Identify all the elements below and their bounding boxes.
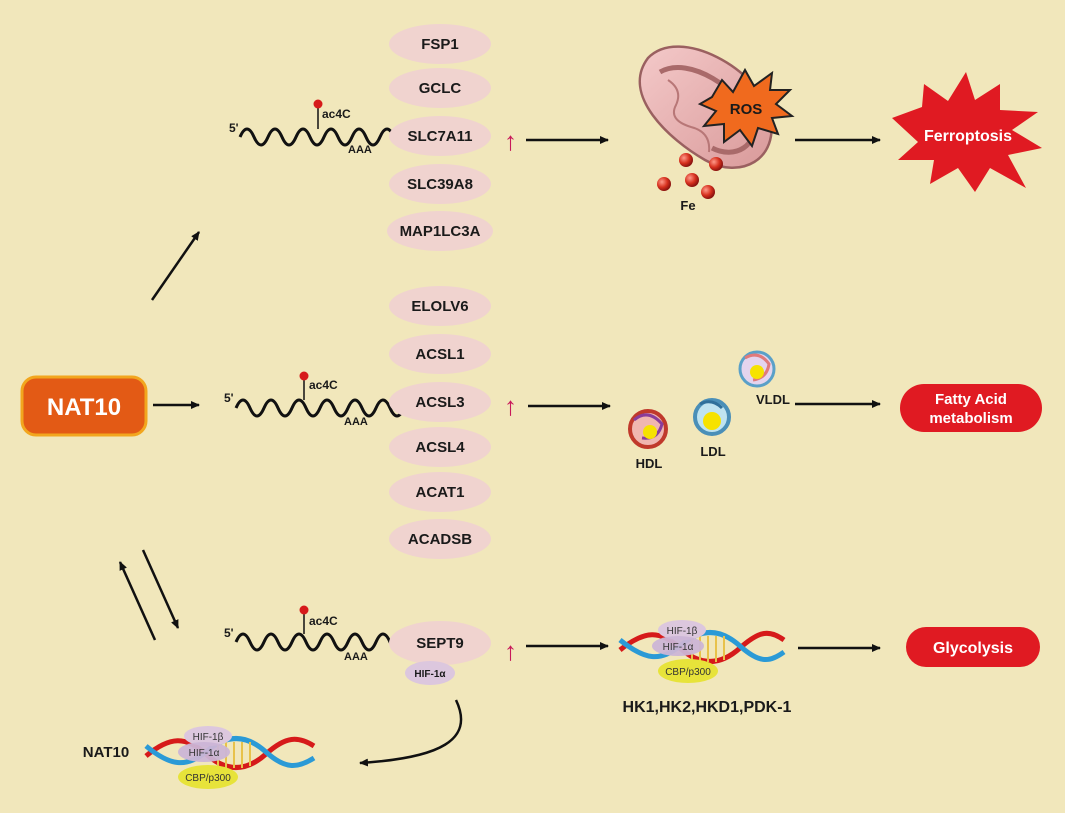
nat10-gene-label: NAT10: [83, 744, 129, 761]
poly-a-label: AAA: [344, 416, 368, 428]
ferroptosis-gene-list: FSP1 GCLC SLC7A11 SLC39A8 MAP1LC3A: [387, 24, 493, 251]
ldl-label: LDL: [700, 444, 725, 459]
mrna-fatty-acid: ac4C 5' AAA: [224, 371, 416, 428]
gene-pill: [389, 24, 491, 64]
cbp-label: CBP/p300: [185, 773, 231, 784]
gene-label: SEPT9: [416, 635, 464, 652]
gene-pill: [389, 334, 491, 374]
ldl-particle: LDL: [693, 398, 731, 459]
upregulation-arrow: ↑: [504, 126, 517, 156]
poly-a-label: AAA: [344, 651, 368, 663]
gene-label: ACSL1: [415, 346, 464, 363]
hif1b-label: HIF-1β: [193, 732, 224, 743]
gene-pill: [389, 68, 491, 108]
fe-ion: [679, 153, 693, 167]
gene-pill: [389, 472, 491, 512]
poly-a-label: AAA: [348, 144, 372, 156]
gene-pill: [389, 116, 491, 156]
glycolysis-targets: HK1,HK2,HKD1,PDK-1: [623, 699, 792, 716]
gene-pill: [389, 382, 491, 422]
gene-pill: [389, 286, 491, 326]
gene-label: GCLC: [419, 80, 462, 97]
dna-hif-complex-right: HIF-1β HIF-1α CBP/p300: [618, 620, 786, 683]
ac4c-label: ac4C: [322, 107, 351, 121]
arrow-sept9-to-nat10-dna: [359, 699, 463, 767]
vldl-label: VLDL: [756, 392, 790, 407]
gene-pill: [389, 427, 491, 467]
gene-label: SLC7A11: [407, 128, 472, 145]
vldl-particle: VLDL: [738, 350, 790, 407]
hdl-label: HDL: [636, 456, 663, 471]
mrna-glycolysis: ac4C 5' AAA: [224, 605, 416, 663]
ferroptosis-label: Ferroptosis: [924, 128, 1012, 145]
hif1b-label: HIF-1β: [667, 626, 698, 637]
fe-ion: [657, 177, 671, 191]
ac4c-label: ac4C: [309, 614, 338, 628]
hif1a-blob: [405, 661, 455, 685]
gene-pill: [389, 621, 491, 665]
gene-pill: [389, 519, 491, 559]
nat10-label: NAT10: [47, 394, 121, 421]
five-prime-label: 5': [224, 391, 234, 405]
hif1a-label: HIF-1α: [663, 642, 694, 653]
nat10-box: NAT10: [20, 375, 148, 437]
gene-label: MAP1LC3A: [400, 223, 481, 240]
gene-label: FSP1: [421, 36, 459, 53]
gene-label: SLC39A8: [407, 176, 473, 193]
ferroptosis-outcome: Ferroptosis: [892, 72, 1042, 192]
gene-label: ACAT1: [416, 484, 465, 501]
fe-label: Fe: [680, 198, 695, 213]
ros-burst: ROS: [697, 67, 795, 149]
fatty-acid-outcome: Fatty Acid metabolism: [900, 384, 1042, 432]
fatty-acid-gene-list: ELOLV6 ACSL1 ACSL3 ACSL4 ACAT1 ACADSB: [389, 286, 491, 559]
gene-label: ELOLV6: [411, 298, 468, 315]
cbp-label: CBP/p300: [665, 667, 711, 678]
hif1a-label: HIF-1α: [189, 748, 220, 759]
gene-label: ACSL3: [415, 394, 464, 411]
fe-ion: [701, 185, 715, 199]
gene-pill: [389, 164, 491, 204]
gene-label: ACSL4: [415, 439, 465, 456]
arrow-up-to-nat10: [118, 561, 157, 641]
fatty-acid-label-line1: Fatty Acid: [935, 391, 1007, 408]
glycolysis-label: Glycolysis: [933, 640, 1013, 657]
ros-label: ROS: [730, 101, 763, 118]
glycolysis-outcome: Glycolysis: [906, 627, 1040, 667]
five-prime-label: 5': [229, 121, 239, 135]
gene-pill: [387, 211, 493, 251]
ac4c-label: ac4C: [309, 378, 338, 392]
gene-label: ACADSB: [408, 531, 472, 548]
arrow-nat10-to-ferro-mrna: [150, 231, 201, 301]
fe-ion: [709, 157, 723, 171]
fatty-acid-label-line2: metabolism: [929, 410, 1012, 427]
dna-hif-complex-bottom: HIF-1β HIF-1α CBP/p300: [144, 726, 316, 789]
hif1a-label: HIF-1α: [414, 669, 446, 680]
fe-ion: [685, 173, 699, 187]
glycolysis-gene: SEPT9 HIF-1α: [389, 621, 491, 685]
upregulation-arrow: ↑: [504, 391, 517, 421]
iron-ions: Fe: [657, 153, 723, 213]
upregulation-arrow: ↑: [504, 636, 517, 666]
mrna-ferroptosis: ac4C 5' AAA: [229, 99, 420, 156]
five-prime-label: 5': [224, 626, 234, 640]
arrow-nat10-down: [141, 549, 180, 629]
hdl-particle: HDL: [628, 409, 668, 471]
